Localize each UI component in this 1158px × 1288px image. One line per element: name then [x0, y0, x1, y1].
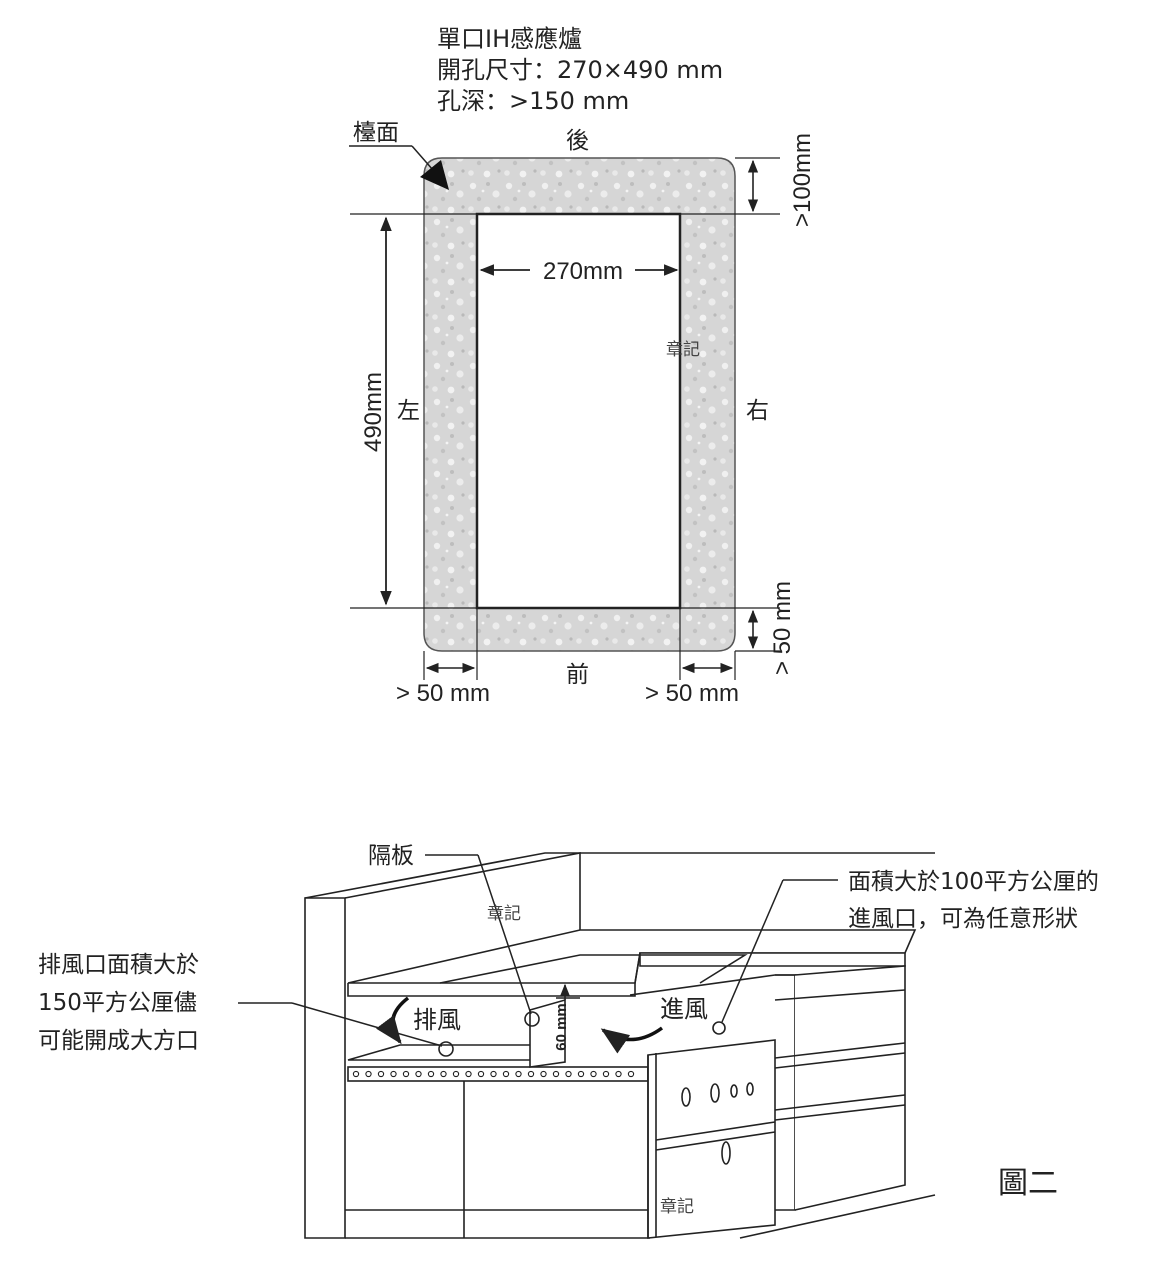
height-dimension: 490mm: [360, 372, 387, 452]
title-line-2: 開孔尺寸：270×490 mm: [437, 56, 723, 84]
side-right-label: 右: [746, 398, 769, 424]
rail-hole: [502, 1070, 510, 1078]
cabinet-diagram: [304, 852, 936, 1239]
exhaust-label: 排風: [413, 1006, 461, 1034]
intake-hole: [712, 1021, 726, 1035]
exhaust-note-line-2: 150平方公厘儘: [38, 990, 197, 1016]
partition-hole: [524, 1011, 540, 1027]
exhaust-note-line-1: 排風口面積大於: [38, 952, 199, 978]
watermark-bottom-1: 章記: [487, 904, 521, 924]
side-front-label: 前: [566, 662, 589, 688]
figure-label: 圖二: [998, 1166, 1058, 1201]
intake-label: 進風: [660, 995, 708, 1023]
rail-hole: [377, 1070, 385, 1078]
rail-hole: [490, 1070, 497, 1078]
rail-hole: [615, 1070, 622, 1078]
left-clearance: > 50 mm: [396, 680, 490, 707]
rail-hole: [352, 1070, 360, 1078]
gap-dimension: 60 mm: [553, 1003, 570, 1051]
rail-holes: [352, 1070, 635, 1078]
back-wall-top: [304, 852, 935, 899]
title-line-1: 單口IH感應爐: [437, 25, 582, 53]
cutout-diagram: 單口IH感應爐 開孔尺寸：270×490 mm 孔深：>150 mm 檯面 後 …: [349, 25, 816, 707]
intake-note-line-2: 進風口，可為任意形狀: [848, 906, 1078, 932]
watermark-top: 章記: [666, 340, 700, 360]
side-back-label: 後: [566, 128, 589, 154]
rail-hole: [415, 1070, 422, 1078]
rail-hole: [427, 1070, 435, 1078]
partition-label: 隔板: [368, 843, 414, 869]
side-left-label: 左: [397, 398, 420, 424]
hob-recess: [439, 954, 748, 984]
back-wall: [344, 852, 581, 930]
intake-note-line-1: 面積大於100平方公厘的: [848, 869, 1099, 895]
countertop-arrow: [420, 160, 449, 190]
rail-hole: [565, 1070, 572, 1078]
rail-hole: [602, 1070, 610, 1078]
rail-hole: [527, 1070, 535, 1078]
exhaust-hole: [438, 1041, 454, 1057]
rail-hole: [540, 1070, 547, 1078]
rail-hole: [365, 1070, 372, 1078]
back-clearance: >100mm: [789, 133, 816, 227]
exhaust-note-line-3: 可能開成大方口: [38, 1028, 199, 1054]
side-drawers: [794, 965, 906, 1211]
front-clearance: > 50 mm: [769, 581, 796, 675]
watermark-bottom-2: 章記: [660, 1197, 694, 1217]
rail-hole: [590, 1070, 597, 1078]
rail-hole: [627, 1070, 635, 1078]
exhaust-flow-arrow: [375, 996, 410, 1045]
right-clearance: > 50 mm: [645, 680, 739, 707]
rail-hole: [465, 1070, 472, 1078]
inner-shelf: [347, 1044, 542, 1061]
cutout-hole: [475, 212, 682, 610]
intake-flow-arrow: [600, 1026, 664, 1054]
width-dimension: 270mm: [543, 258, 623, 285]
rail-hole: [515, 1070, 522, 1078]
rail-hole: [440, 1070, 447, 1078]
rail-hole: [390, 1070, 397, 1078]
title-line-3: 孔深：>150 mm: [437, 87, 629, 115]
rail-hole: [402, 1070, 410, 1078]
rail-hole: [577, 1070, 585, 1078]
rail-hole: [477, 1070, 485, 1078]
left-side-panel: [304, 897, 346, 1239]
countertop-label: 檯面: [353, 120, 399, 146]
rail-hole: [452, 1070, 460, 1078]
rail-hole: [552, 1070, 560, 1078]
